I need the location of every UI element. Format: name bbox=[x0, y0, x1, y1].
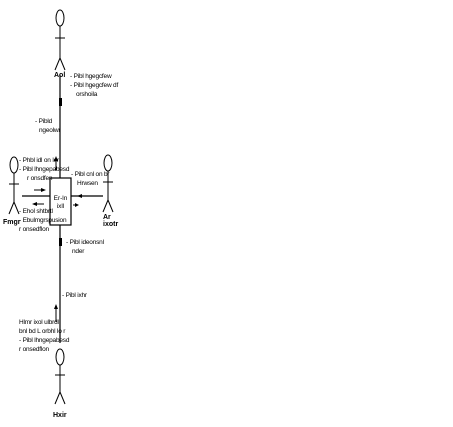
arrow-left-in-icon bbox=[34, 188, 46, 192]
arrow-bottom-up-icon bbox=[54, 304, 58, 322]
message-line: orshoila bbox=[76, 91, 98, 98]
message-label-right: - Pibl cnl on br Hrwsen bbox=[71, 170, 110, 188]
message-line: bnl bd L orbhl lo r bbox=[19, 328, 66, 335]
message-line: - Pibl cnl on br bbox=[71, 171, 110, 178]
actor-bottom-icon[interactable] bbox=[54, 348, 66, 405]
central-object-box[interactable] bbox=[49, 177, 72, 226]
central-object-label: Er-ln ixll bbox=[50, 195, 71, 211]
message-line: - Pibl lhngepabesd bbox=[19, 166, 70, 173]
message-line: Hlmr ixol ulbrdl bbox=[19, 319, 59, 326]
message-line: - Pibl hgegcfew df bbox=[70, 82, 119, 89]
actor-right-name: Ar ixotr bbox=[103, 214, 119, 228]
message-line: Hrwsen bbox=[77, 180, 98, 187]
actor-top-icon[interactable] bbox=[54, 9, 66, 71]
arrow-inside-icon bbox=[73, 203, 79, 207]
message-line: - Ehol shtbrtl bbox=[19, 208, 53, 215]
message-line: r onsdfen bbox=[27, 175, 53, 182]
message-line: - Phbl idl on ler bbox=[19, 157, 59, 164]
actor-bottom-name: Hxir bbox=[53, 412, 67, 419]
message-label-bottom-right-mid: - Pibl ixhr bbox=[62, 291, 87, 300]
message-line: - Pibld bbox=[35, 118, 53, 125]
arrow-left-out-icon bbox=[32, 202, 44, 206]
message-label-bottom-right-top: - Pibl ideonsnl nder bbox=[66, 238, 104, 256]
message-line: - Pibl hgegcfew bbox=[70, 73, 112, 80]
message-line: - Pibl ixhr bbox=[62, 292, 87, 299]
actor-top-name: Aol bbox=[54, 72, 66, 79]
message-line: r onsedflon bbox=[19, 226, 49, 233]
arrow-top-up-icon bbox=[54, 156, 58, 170]
actor-right-icon[interactable] bbox=[102, 154, 114, 213]
message-label-top-right: - Pibl hgegcfew - Pibl hgegcfew df orsho… bbox=[70, 72, 118, 99]
arrow-right-in-icon bbox=[77, 194, 90, 198]
message-line: - Ebulmgrspusion bbox=[19, 217, 67, 224]
message-label-left-bottom: - Ehol shtbrtl - Ebulmgrspusion r onsedf… bbox=[19, 207, 67, 234]
message-line: - Pibl ideonsnl bbox=[66, 239, 104, 246]
central-object-line-2: ixll bbox=[56, 203, 65, 210]
arrow-bottom-down-icon bbox=[59, 238, 62, 246]
actor-left-icon[interactable] bbox=[8, 156, 20, 215]
message-label-left-top: - Phbl idl on ler - Pibl lhngepabesd r o… bbox=[19, 156, 69, 183]
message-line: r onsedflon bbox=[19, 346, 49, 353]
arrow-top-down-icon bbox=[59, 98, 62, 106]
message-line: nder bbox=[72, 248, 85, 255]
message-label-top-left: - Pibld ngeolwr bbox=[35, 117, 61, 135]
message-label-bottom-left: Hlmr ixol ulbrdl bnl bd L orbhl lo r - P… bbox=[19, 318, 69, 354]
message-line: - Pibl lhngepabesd bbox=[19, 337, 70, 344]
message-line: ngeolwr bbox=[39, 127, 61, 134]
actor-left-name: Fmgr bbox=[3, 219, 21, 226]
central-object-line-1: Er-ln bbox=[53, 195, 68, 202]
